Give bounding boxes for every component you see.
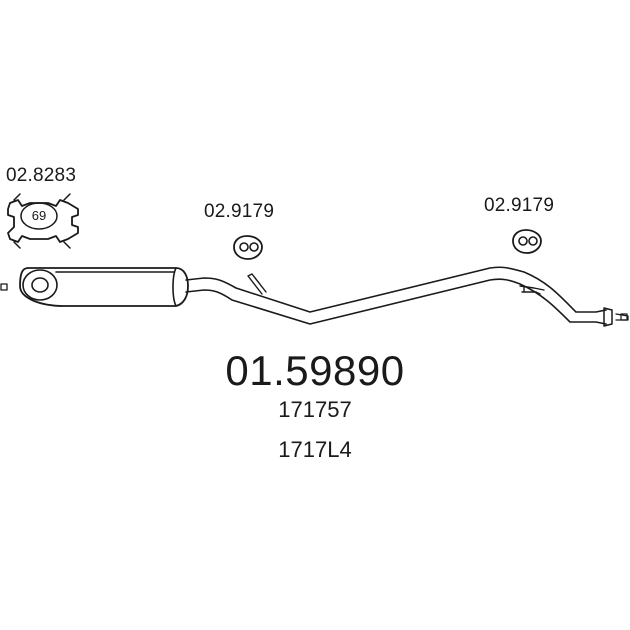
exhaust-pipe-drawing	[185, 266, 629, 327]
reference-number-2: 1717L4	[278, 437, 352, 462]
clamp-drawing	[7, 193, 79, 249]
assembly-part-number: 01.59890	[225, 347, 405, 394]
middle-silencer-drawing	[19, 267, 189, 307]
clamp-size-label: 69	[31, 208, 47, 223]
rubber-hanger-front-drawing	[233, 235, 263, 260]
reference-number-1: 171757	[278, 397, 352, 422]
hanger-front-part-number: 02.9179	[204, 201, 275, 222]
clamp-part-number: 02.8283	[6, 165, 77, 186]
hanger-rear-part-number: 02.9179	[484, 195, 555, 216]
left-end-marker	[0, 283, 8, 291]
rubber-hanger-rear-drawing	[512, 229, 542, 254]
